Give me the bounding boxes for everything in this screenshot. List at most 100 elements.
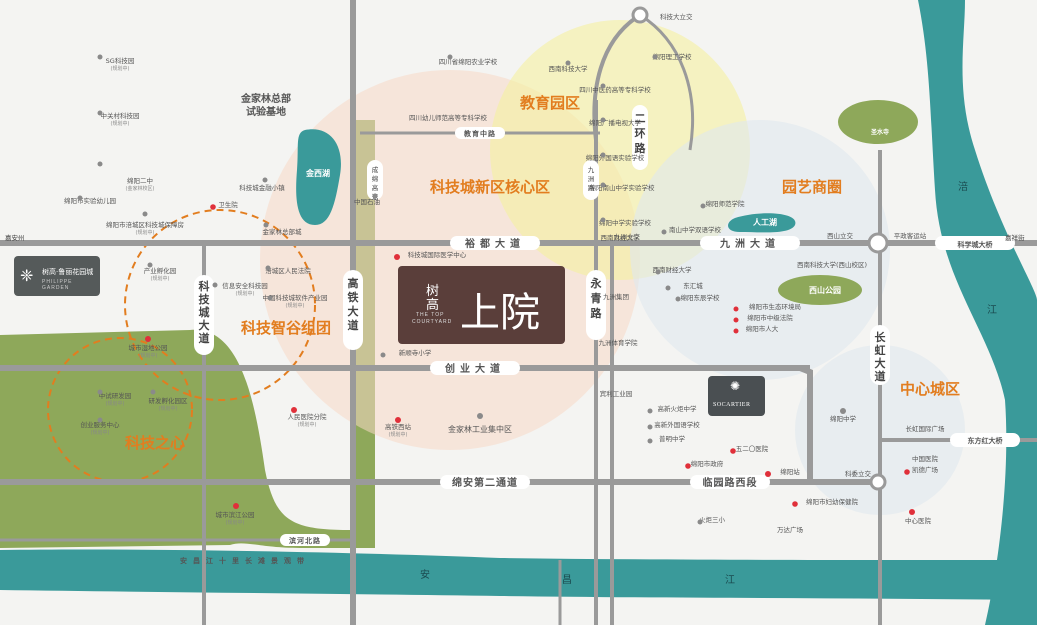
kejicheng-bridge: 科学城大桥	[958, 240, 994, 249]
river-char-jiang2: 江	[987, 304, 997, 316]
brand-char-1: 树	[426, 284, 440, 299]
svg-text:城市湿地公园: 城市湿地公园	[129, 343, 168, 352]
brand-char-2: 高	[426, 298, 440, 313]
poi-group: SG科技园 (规划中) 中关村科技园 (规划中) 绵阳二中 (金家林校区) 绵阳…	[64, 12, 945, 534]
svg-text:(规划中): (规划中)	[111, 65, 130, 72]
road-erhuan: 二环路	[635, 112, 647, 155]
svg-text:九洲集团: 九洲集团	[603, 292, 629, 301]
road-binhe: 滨河北路	[289, 536, 321, 545]
road-dadi: 嘉安州	[5, 233, 25, 242]
svg-text:九洲体育学院: 九洲体育学院	[599, 338, 639, 347]
svg-text:绵阳广播电视大学: 绵阳广播电视大学	[589, 118, 642, 127]
svg-text:西南财经大学: 西南财经大学	[601, 233, 641, 242]
svg-text:信息安全科技园: 信息安全科技园	[222, 281, 268, 290]
svg-text:创业服务中心: 创业服务中心	[81, 420, 121, 429]
svg-text:绵阳市实验幼儿园: 绵阳市实验幼儿园	[64, 196, 116, 205]
svg-text:绵阳南山中学实验学校: 绵阳南山中学实验学校	[590, 183, 656, 192]
xishan-park	[778, 275, 862, 305]
anchang-river	[0, 549, 1037, 600]
svg-text:产业孵化园: 产业孵化园	[144, 266, 177, 275]
svg-text:绵阳中学实验学校: 绵阳中学实验学校	[599, 218, 652, 227]
svg-text:研发孵化园区: 研发孵化园区	[149, 396, 189, 405]
svg-text:绵阳市人大: 绵阳市人大	[746, 324, 779, 333]
svg-text:南山中学双语学校: 南山中学双语学校	[669, 225, 722, 234]
park-xishan: 西山公园	[809, 285, 841, 295]
svg-text:绵阳东辰学校: 绵阳东辰学校	[681, 293, 721, 302]
road-jiuzhou: 九洲大道	[719, 237, 780, 250]
brand-en-2: COURTYARD	[412, 319, 453, 325]
river-char-an: 安	[420, 568, 430, 581]
svg-text:科技大立交: 科技大立交	[660, 12, 693, 21]
svg-text:(规划中): (规划中)	[91, 429, 110, 436]
area-jinjialin-ind: 金家林工业集中区	[448, 424, 512, 434]
svg-text:绵阳中学: 绵阳中学	[830, 414, 857, 423]
svg-text:涪城区人民法院: 涪城区人民法院	[265, 266, 311, 275]
svg-text:绵阳站: 绵阳站	[780, 467, 800, 476]
svg-text:(规划中): (规划中)	[111, 120, 130, 127]
river-char-jiang: 江	[725, 574, 735, 586]
svg-text:四川幼儿师范高等专科学校: 四川幼儿师范高等专科学校	[409, 113, 488, 122]
brand-logo-badge[interactable]: ❈ 树高·鲁丽花园城 PHILIPPE GARDEN	[14, 256, 100, 296]
svg-text:西南科技大学(西山校区): 西南科技大学(西山校区)	[797, 260, 867, 269]
svg-text:科技城金融小镇: 科技城金融小镇	[239, 183, 285, 192]
svg-text:中心医院: 中心医院	[905, 516, 932, 525]
hero-title: 上院	[460, 290, 540, 336]
project-hero-tile[interactable]: 树 高 THE TOP COURTYARD 上院	[398, 266, 565, 344]
area-jinjialin: 金家林总部	[240, 92, 291, 105]
lake-jinxihu: 金西湖	[305, 168, 330, 178]
zone-garden: 园艺商圈	[782, 178, 842, 196]
road-linyuan: 临园路西段	[703, 476, 758, 489]
road-yudu: 裕都大道	[464, 237, 525, 250]
brand-en-1: THE TOP	[416, 312, 445, 318]
socartier-text: SOCARTIER	[713, 402, 751, 408]
svg-text:九洲立交: 九洲立交	[614, 232, 641, 241]
svg-text:(规划中): (规划中)	[151, 275, 170, 282]
svg-text:绵阳市妇幼保健院: 绵阳市妇幼保健院	[806, 497, 859, 506]
svg-text:(规划中): (规划中)	[236, 290, 255, 297]
svg-text:金家林总部城: 金家林总部城	[263, 227, 303, 236]
svg-text:(规划中): (规划中)	[226, 519, 245, 526]
svg-text:西南科技大学: 西南科技大学	[549, 64, 589, 73]
svg-text:绵阳师范学院: 绵阳师范学院	[706, 199, 746, 208]
road-gaotie: 高铁大道	[348, 276, 359, 332]
svg-text:人民医院分院: 人民医院分院	[288, 412, 328, 421]
svg-text:万达广场: 万达广场	[777, 525, 804, 534]
zone-city-center: 中心城区	[900, 380, 960, 398]
green-belt	[0, 329, 350, 548]
river-char-chang: 昌	[562, 574, 572, 586]
svg-text:四川中医药高等专科学校: 四川中医药高等专科学校	[579, 85, 651, 94]
hospital-icons	[145, 204, 915, 515]
road-changhong: 长虹大道	[875, 330, 887, 383]
svg-text:(规划中): (规划中)	[136, 229, 155, 236]
zone-edu: 教育园区	[519, 94, 580, 112]
svg-text:四川省绵阳农业学校: 四川省绵阳农业学校	[439, 57, 498, 66]
svg-text:西山立交: 西山立交	[827, 231, 854, 240]
area-jinjialin2: 试验基地	[246, 105, 286, 118]
svg-text:绵阳理工学校: 绵阳理工学校	[653, 52, 693, 61]
socartier-badge[interactable]: ✺ SOCARTIER	[708, 376, 765, 416]
svg-text:(金家林校区): (金家林校区)	[126, 185, 155, 192]
svg-text:新顺寺小学: 新顺寺小学	[399, 348, 432, 357]
svg-text:(规划中): (规划中)	[106, 400, 125, 407]
logo-mark-icon: ❈	[20, 266, 34, 285]
svg-text:绵阳市涪城区科技城保障房: 绵阳市涪城区科技城保障房	[106, 220, 184, 229]
fu-river	[918, 0, 1037, 625]
svg-text:绵阳外国语实验学校: 绵阳外国语实验学校	[586, 153, 645, 162]
road-kejicheng: 科技城大道	[199, 279, 211, 345]
socartier-icon: ✺	[730, 379, 741, 393]
svg-text:高新外国语学校: 高新外国语学校	[654, 420, 700, 429]
svg-text:(规划中): (规划中)	[286, 302, 305, 309]
road-yongqing: 永青路	[590, 276, 603, 320]
svg-text:绵阳市中级法院: 绵阳市中级法院	[747, 313, 793, 322]
rengong-lake	[728, 213, 796, 233]
road-mianan2: 绵安第二通道	[452, 476, 518, 489]
svg-text:SG科技园: SG科技园	[106, 56, 135, 65]
svg-text:中国石油: 中国石油	[354, 197, 380, 206]
river-char-fu: 涪	[958, 180, 968, 193]
svg-text:平政客运站: 平政客运站	[894, 231, 927, 240]
svg-text:普明中学: 普明中学	[659, 434, 686, 443]
svg-text:中关村科技园: 中关村科技园	[101, 111, 140, 120]
svg-text:火炬三小: 火炬三小	[699, 515, 726, 524]
